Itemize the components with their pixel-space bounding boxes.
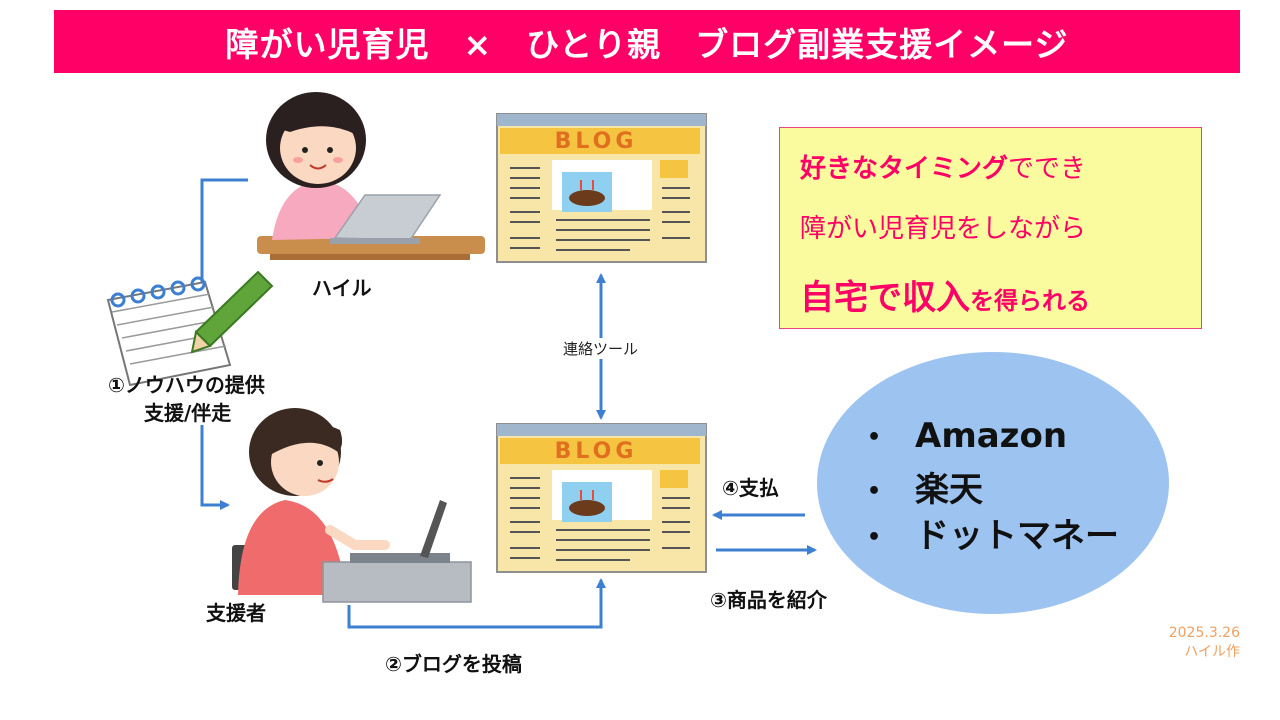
label-step3: ③商品を紹介 (710, 588, 827, 612)
bullet-icon: • (867, 479, 882, 504)
connector-bottom (200, 425, 230, 510)
title-bar: 障がい児育児 × ひとり親 ブログ副業支援イメージ (54, 10, 1240, 73)
platform-dotmoney: ドットマネー (915, 516, 1119, 556)
platform-rakuten: 楽天 (915, 470, 983, 510)
platforms-ellipse: • Amazon • 楽天 • ドットマネー (817, 352, 1169, 614)
bullet-icon: • (867, 425, 882, 450)
label-step4: ④支払 (722, 476, 779, 500)
person-top-illustration (257, 92, 485, 260)
post-arrow (347, 578, 606, 629)
benefit-line1-highlight: 好きなタイミング (800, 154, 1009, 184)
benefit-line3: 自宅で収入を得られる (800, 270, 1090, 319)
footer-date: 2025.3.26 (1168, 625, 1240, 641)
page-title: 障がい児育児 × ひとり親 ブログ副業支援イメージ (225, 24, 1069, 64)
blog-window-top (496, 113, 707, 263)
platform-item: • Amazon (867, 416, 1067, 456)
blog-logo-bottom: BLOG (555, 439, 638, 464)
benefit-line3-c: を得られる (970, 287, 1090, 315)
benefit-line2: 障がい児育児をしながら (800, 214, 1087, 244)
benefit-box: 好きなタイミングででき 障がい児育児をしながら 自宅で収入を得られる (779, 127, 1202, 329)
label-step2: ②ブログを投稿 (385, 652, 522, 676)
benefit-line1: 好きなタイミングででき (800, 148, 1086, 185)
blog-window-bottom (496, 423, 707, 573)
person-bottom-illustration (232, 408, 472, 603)
label-step1-line1: ①ノウハウの提供 (108, 373, 265, 397)
benefit-line3-a: 自宅で (800, 278, 902, 318)
blog-logo-top: BLOG (555, 129, 638, 154)
notebook-illustration (106, 270, 274, 387)
platform-amazon: Amazon (915, 416, 1068, 456)
footer-author: ハイル作 (1184, 644, 1240, 660)
benefit-line3-b: 収入 (902, 278, 970, 318)
label-contact-tool: 連絡ツール (560, 338, 642, 359)
footer-credit: 2025.3.26 ハイル作 (1169, 624, 1240, 662)
label-person-bottom: 支援者 (206, 601, 266, 625)
benefit-line1-rest: ででき (1008, 154, 1087, 184)
label-person-top: ハイル (312, 276, 372, 300)
label-step1-line2: 支援/伴走 (144, 401, 232, 425)
platform-item: • 楽天 (867, 462, 983, 511)
platform-item: • ドットマネー (867, 508, 1119, 557)
connector-top (200, 178, 248, 285)
bullet-icon: • (867, 525, 882, 550)
